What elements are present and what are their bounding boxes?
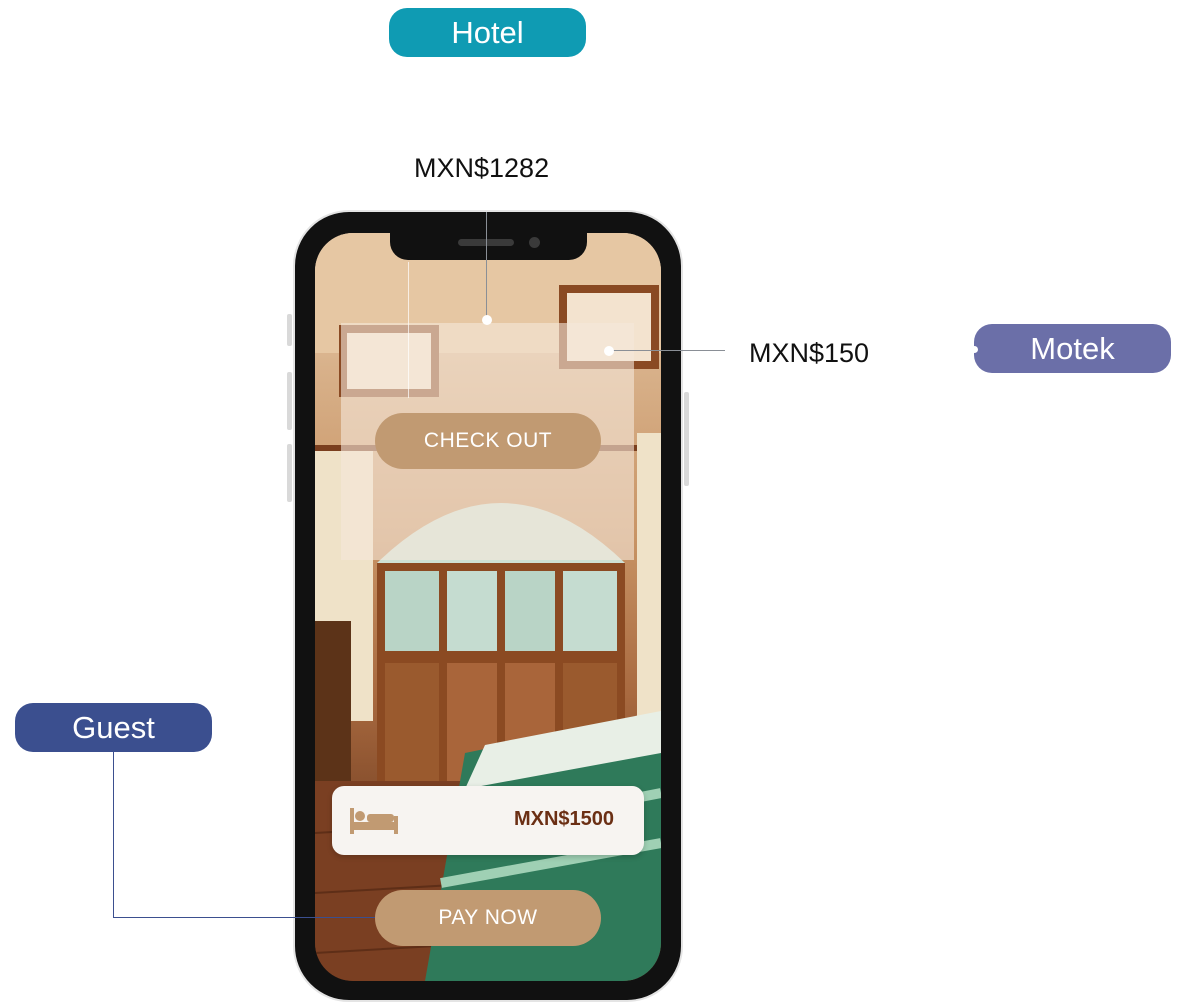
overlay-guide-line <box>408 262 409 398</box>
bed-icon <box>350 808 398 834</box>
pay-now-label: PAY NOW <box>438 906 538 929</box>
guest-label: Guest <box>72 709 155 745</box>
hotel-connector-dot <box>482 315 492 325</box>
phone-camera <box>529 237 540 248</box>
booking-amount-card: MXN$1500 <box>332 786 644 855</box>
phone-side-button <box>287 314 292 346</box>
booking-amount: MXN$1500 <box>513 808 614 830</box>
hotel-connector-line <box>486 212 487 320</box>
hotel-label: Hotel <box>451 14 524 50</box>
guest-connector-vertical <box>113 752 114 918</box>
phone-volume-up-button <box>287 372 292 430</box>
hotel-price-label: MXN$1282 <box>414 153 550 183</box>
check-out-button[interactable]: CHECK OUT <box>375 413 601 469</box>
hotel-label-pill: Hotel <box>389 8 586 57</box>
motek-connector-line <box>610 350 725 351</box>
motek-price-label: MXN$150 <box>749 338 870 368</box>
motek-connector-dot <box>604 346 614 356</box>
phone-volume-down-button <box>287 444 292 502</box>
pay-now-button[interactable]: PAY NOW <box>375 890 601 946</box>
phone-power-button <box>684 392 689 486</box>
motek-label-pill: Motek <box>974 324 1171 373</box>
guest-label-pill: Guest <box>15 703 212 752</box>
motek-pill-dot <box>971 346 978 353</box>
check-out-label: CHECK OUT <box>423 429 553 452</box>
motek-label: Motek <box>1030 330 1115 366</box>
guest-connector-horizontal <box>113 917 375 918</box>
